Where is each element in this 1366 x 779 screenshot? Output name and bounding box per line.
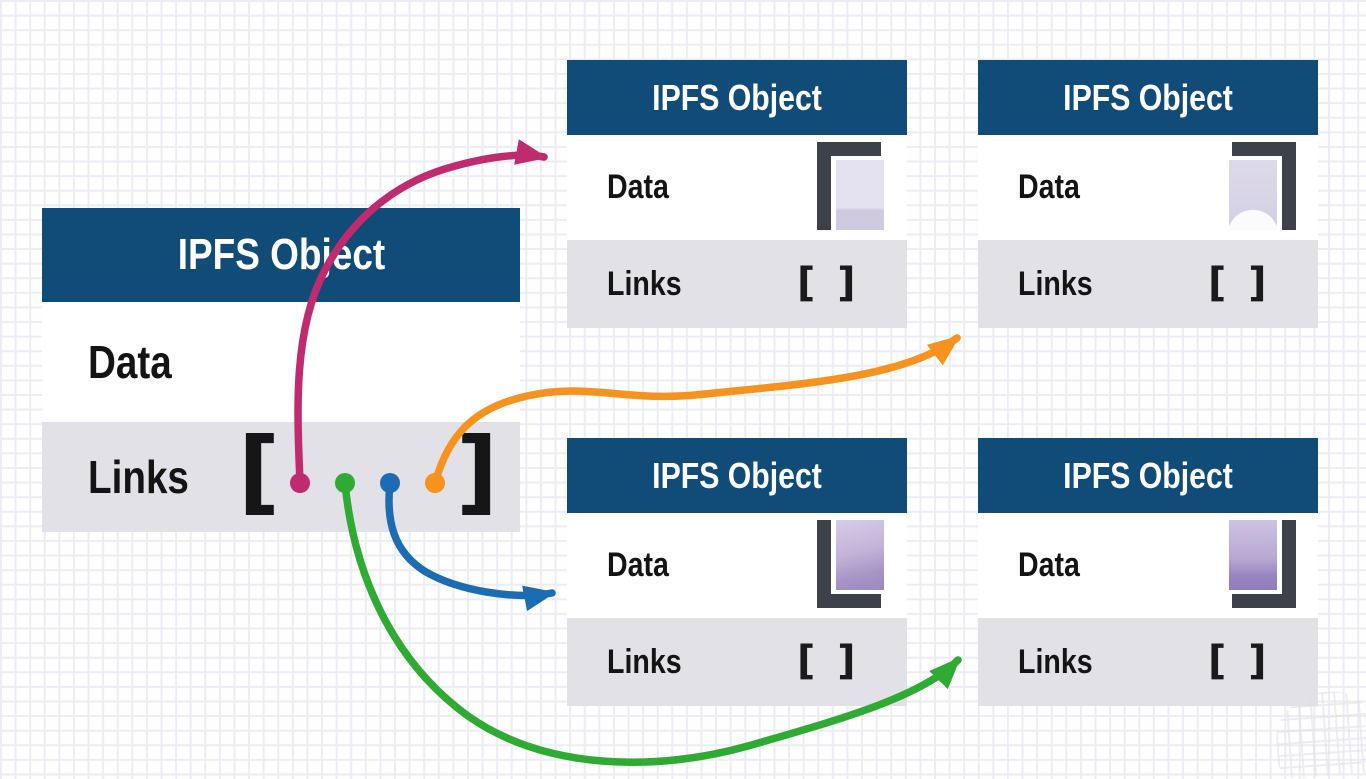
object-header: IPFS Object: [567, 60, 907, 135]
object-header: IPFS Object: [978, 438, 1318, 513]
object-header: IPFS Object: [978, 60, 1318, 135]
object-title: IPFS Object: [652, 76, 822, 118]
links-row: Links [ ]: [567, 240, 907, 328]
data-label: Data: [1018, 546, 1080, 584]
root-ipfs-object: IPFS Object Data Links [ ]: [42, 208, 520, 532]
object-title: IPFS Object: [652, 454, 822, 496]
image-piece-thumbnail: [836, 160, 884, 230]
data-row: Data: [978, 135, 1318, 240]
links-empty-brackets: [ ]: [1208, 260, 1271, 307]
child-ipfs-object-top-right: IPFS Object Data Links [ ]: [978, 60, 1318, 328]
data-row: Data: [567, 513, 907, 618]
data-label: Data: [1018, 168, 1080, 206]
data-row: Data: [978, 513, 1318, 618]
object-title: IPFS Object: [1063, 76, 1233, 118]
image-fragment-bottom-right-icon: [1228, 520, 1296, 608]
links-row: Links [ ]: [978, 240, 1318, 328]
fragment-corner-bar: [1282, 142, 1296, 230]
image-piece-thumbnail: [836, 520, 884, 590]
fragment-corner-bar: [817, 142, 881, 156]
object-header: IPFS Object: [567, 438, 907, 513]
image-fragment-top-left-icon: [817, 142, 885, 230]
object-title: IPFS Object: [1063, 454, 1233, 496]
links-empty-brackets: [ ]: [797, 638, 860, 685]
root-links-close-bracket: ]: [456, 418, 499, 526]
root-links-row: Links [ ]: [42, 418, 520, 532]
fragment-corner-bar: [817, 142, 831, 230]
data-label: Data: [607, 546, 669, 584]
fragment-corner-bar: [1232, 142, 1296, 156]
root-links-open-bracket: [: [238, 418, 281, 526]
child-ipfs-object-top-left: IPFS Object Data Links [ ]: [567, 60, 907, 328]
links-row: Links [ ]: [978, 618, 1318, 706]
image-piece-thumbnail: [1229, 520, 1277, 590]
data-row: Data: [567, 135, 907, 240]
links-empty-brackets: [ ]: [1208, 638, 1271, 685]
data-label: Data: [607, 168, 669, 206]
links-label: Links: [1018, 264, 1093, 303]
child-ipfs-object-bottom-right: IPFS Object Data Links [ ]: [978, 438, 1318, 706]
links-label: Links: [1018, 642, 1093, 681]
links-row: Links [ ]: [567, 618, 907, 706]
fragment-corner-bar: [1282, 520, 1296, 608]
links-empty-brackets: [ ]: [797, 260, 860, 307]
links-label: Links: [607, 642, 682, 681]
root-data-label: Data: [88, 336, 172, 388]
fragment-corner-bar: [817, 594, 881, 608]
fragment-corner-bar: [1232, 594, 1296, 608]
root-object-header: IPFS Object: [42, 208, 520, 302]
child-ipfs-object-bottom-left: IPFS Object Data Links [ ]: [567, 438, 907, 706]
root-data-row: Data: [42, 302, 520, 422]
image-fragment-top-right-icon: [1228, 142, 1296, 230]
image-piece-thumbnail: [1229, 160, 1277, 230]
image-fragment-bottom-left-icon: [817, 520, 885, 608]
root-object-title: IPFS Object: [177, 230, 385, 279]
links-label: Links: [607, 264, 682, 303]
root-links-label: Links: [88, 451, 189, 503]
